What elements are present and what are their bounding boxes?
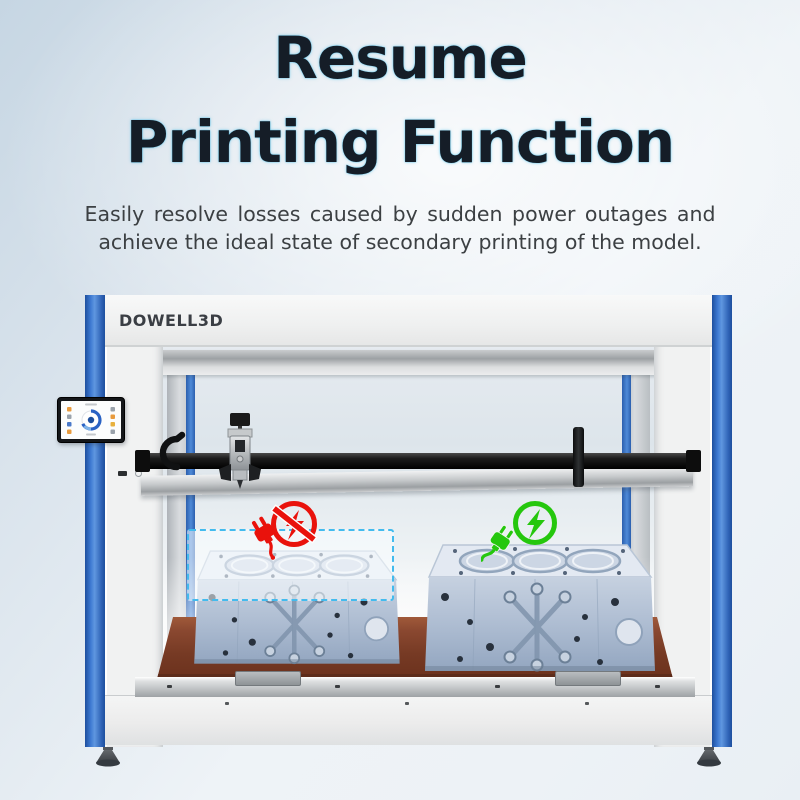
frame-column-left [105, 295, 163, 747]
screw-dot [225, 702, 229, 705]
brand-logo: DOWELL3D [119, 311, 224, 330]
z-axis-rod [573, 427, 584, 487]
rail-end-cap-left [135, 450, 150, 472]
subtitle-line-1: Easily resolve losses caused by sudden p… [84, 202, 716, 226]
3d-printer: DOWELL3D [57, 295, 732, 767]
rail-end-cap-right [686, 450, 701, 472]
bed-clamp [555, 671, 621, 686]
unprinted-ghost-region [187, 529, 394, 601]
engine-model-interrupted [185, 529, 400, 673]
screen-title-bar [85, 403, 97, 406]
x-axis-rail [135, 450, 701, 472]
screw-dot [495, 685, 500, 688]
frame-blue-strip-left [85, 295, 105, 747]
screen-menu-icons-right [110, 407, 115, 434]
blue-accent-strip [622, 371, 631, 697]
screw-dot [335, 685, 340, 688]
screw-dot [405, 702, 409, 705]
title-line-1: Resume [273, 24, 528, 92]
subtitle-line-2: achieve the ideal state of secondary pri… [98, 229, 702, 254]
printer-top-cover: DOWELL3D [105, 295, 712, 347]
printer-base [105, 695, 712, 745]
screw-dot [585, 702, 589, 705]
screw-dot [167, 685, 172, 688]
cable-guide-icon [159, 431, 186, 471]
title-line-2: Printing Function [125, 108, 675, 176]
print-head [219, 413, 261, 489]
screen-menu-icons-left [67, 407, 72, 434]
usb-slot [118, 471, 127, 476]
screw-dot [655, 685, 660, 688]
touchscreen-display [57, 397, 125, 443]
power-outage-icon [251, 501, 318, 560]
swirl-logo-icon [81, 409, 102, 431]
bed-front-rail [135, 671, 695, 697]
gantry-support-beam [137, 348, 680, 377]
power-restored-icon [481, 501, 557, 562]
page-subtitle: Easily resolve losses caused by sudden p… [0, 201, 800, 256]
bed-clamp [235, 671, 301, 686]
page-title: Resume Printing Function [0, 16, 800, 184]
screen-footer-label [86, 433, 96, 436]
frame-blue-strip-right [712, 295, 732, 747]
